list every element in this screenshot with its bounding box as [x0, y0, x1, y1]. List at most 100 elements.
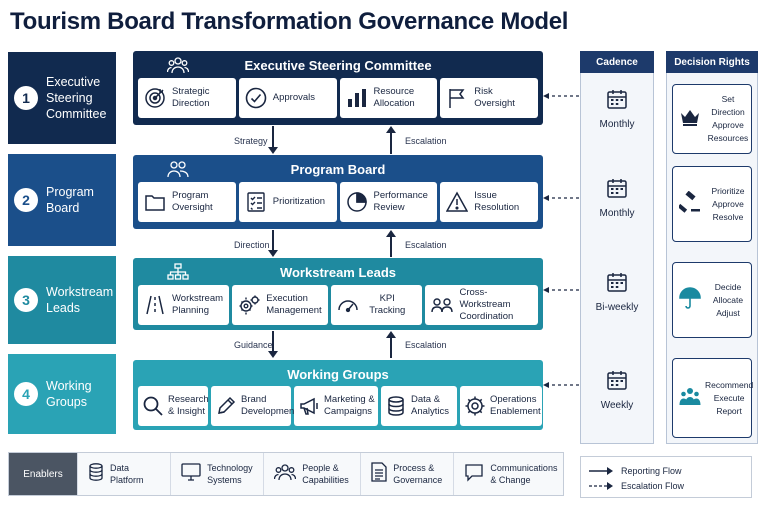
enabler-people-capabilities[interactable]: People & Capabilities [263, 453, 361, 495]
connector-up-label: Escalation [405, 340, 447, 350]
card-risk-oversight[interactable]: Risk Oversight [440, 78, 538, 118]
target-icon [144, 87, 166, 109]
checklist-icon [245, 191, 267, 213]
calendar-icon [606, 177, 628, 202]
decision-rights-card: Set Direction Approve Resources [672, 84, 752, 154]
card-label: Performance Review [373, 190, 428, 213]
level-1-text: Executive Steering Committee [46, 75, 107, 121]
bar-chart-icon [346, 87, 368, 109]
enabler-label: Communications & Change [490, 463, 558, 485]
card-approvals[interactable]: Approvals [238, 78, 337, 118]
card-label: Cross-Workstream Coordination [459, 287, 514, 322]
enabler-technology-systems[interactable]: Technology Systems [170, 453, 264, 495]
decision-right: Resolve [712, 211, 744, 222]
card-label: Brand Development [241, 394, 297, 417]
card-cross-workstream-coordination[interactable]: Cross-Workstream Coordination [425, 285, 538, 325]
level-4-number: 4 [14, 382, 38, 406]
arrow-down-icon [268, 351, 278, 358]
decision-rights-card: Prioritize Approve Resolve [672, 166, 752, 242]
gears-icon [238, 294, 260, 316]
card-research-insight[interactable]: Research & Insight [138, 386, 209, 426]
magnifier-icon [142, 395, 164, 417]
gavel-icon [677, 190, 701, 218]
card-prioritization[interactable]: Prioritization [238, 182, 337, 222]
folder-icon [144, 191, 166, 213]
card-label: Program Oversight [172, 190, 213, 213]
legend-item-escalation: Escalation Flow [589, 478, 743, 493]
band-title: Workstream Leads [279, 264, 397, 280]
card-label: Execution Management [266, 293, 322, 316]
crown-icon [679, 107, 701, 132]
dashed-arrow-icon [589, 481, 613, 490]
enablers-label: Enablers [9, 453, 77, 495]
page-title: Tourism Board Transformation Governance … [10, 8, 569, 35]
arrow-up-icon [386, 230, 396, 237]
cadence-item: Monthly [582, 88, 652, 130]
decision-right: Approve [712, 120, 744, 130]
cadence-item: Bi-weekly [582, 271, 652, 313]
card-label: Issue Resolution [474, 190, 520, 213]
speech-bubble-icon [464, 462, 484, 487]
level-2-text: Program Board [46, 185, 94, 215]
card-label: Operations Enablement [490, 394, 541, 417]
card-program-oversight[interactable]: Program Oversight [138, 182, 236, 222]
card-brand-development[interactable]: Brand Development [211, 386, 297, 426]
umbrella-icon [679, 286, 701, 314]
team-icon [679, 386, 701, 411]
cadence-label: Monthly [599, 208, 635, 219]
cadence-label: Bi-weekly [595, 302, 639, 313]
arrow-down-icon [268, 250, 278, 257]
legend-label: Escalation Flow [621, 480, 685, 491]
card-resource-allocation[interactable]: Resource Allocation [339, 78, 438, 118]
road-icon [144, 294, 166, 316]
gauge-icon [337, 294, 359, 316]
card-data-analytics[interactable]: Data & Analytics [381, 386, 457, 426]
decision-right: Decide [714, 281, 742, 292]
enabler-communications-change[interactable]: Communications & Change [453, 453, 563, 495]
card-operations-enablement[interactable]: Operations Enablement [460, 386, 542, 426]
card-performance-review[interactable]: Performance Review [339, 182, 438, 222]
card-workstream-planning[interactable]: Workstream Planning [138, 285, 230, 325]
decision-right: Adjust [716, 307, 740, 318]
legend-label: Reporting Flow [621, 465, 682, 476]
connector-down-label: Strategy [234, 136, 268, 146]
monitor-icon [181, 462, 201, 486]
connector-up-label: Escalation [405, 240, 447, 250]
reporting-arrow [272, 126, 274, 152]
enabler-data-platform[interactable]: Data Platform [77, 453, 171, 495]
card-execution-management[interactable]: Execution Management [232, 285, 329, 325]
database-icon [88, 462, 104, 487]
reporting-arrow [272, 230, 274, 254]
pencil-icon [215, 395, 237, 417]
card-label: Approvals [272, 92, 315, 103]
document-icon [371, 461, 387, 487]
level-3-number: 3 [14, 288, 38, 312]
people-group-icon [166, 56, 190, 77]
decision-right: Set Direction [711, 94, 745, 117]
enabler-label: People & Capabilities [302, 463, 349, 485]
escalation-arrow [390, 233, 392, 257]
card-marketing-campaigns[interactable]: Marketing & Campaigns [294, 386, 378, 426]
legend: Reporting Flow Escalation Flow [580, 456, 752, 498]
card-kpi-tracking[interactable]: KPI Tracking [331, 285, 423, 325]
megaphone-icon [298, 395, 320, 417]
decision-rights-card: Decide Allocate Adjust [672, 262, 752, 338]
band-title: Program Board [290, 161, 386, 177]
card-strategic-direction[interactable]: Strategic Direction [138, 78, 236, 118]
card-label: KPI Tracking [369, 293, 406, 316]
card-issue-resolution[interactable]: Issue Resolution [440, 182, 538, 222]
card-label: Risk Oversight [474, 86, 515, 109]
level-4-text: Working Groups [46, 379, 92, 409]
band-program-board: Program Board Program Oversight Prioriti… [133, 155, 543, 229]
band-title: Working Groups [287, 366, 389, 382]
decision-right: Report [716, 405, 742, 416]
level-3-label: 3 Workstream Leads [8, 256, 116, 344]
level-2-label: 2 Program Board [8, 154, 116, 246]
calendar-icon [606, 271, 628, 296]
enabler-process-governance[interactable]: Process & Governance [360, 453, 454, 495]
decision-right: Resources [707, 133, 749, 143]
card-label: Resource Allocation [373, 86, 415, 109]
enabler-label: Process & Governance [393, 463, 443, 485]
warning-icon [446, 191, 469, 213]
arrow-down-icon [268, 147, 278, 154]
